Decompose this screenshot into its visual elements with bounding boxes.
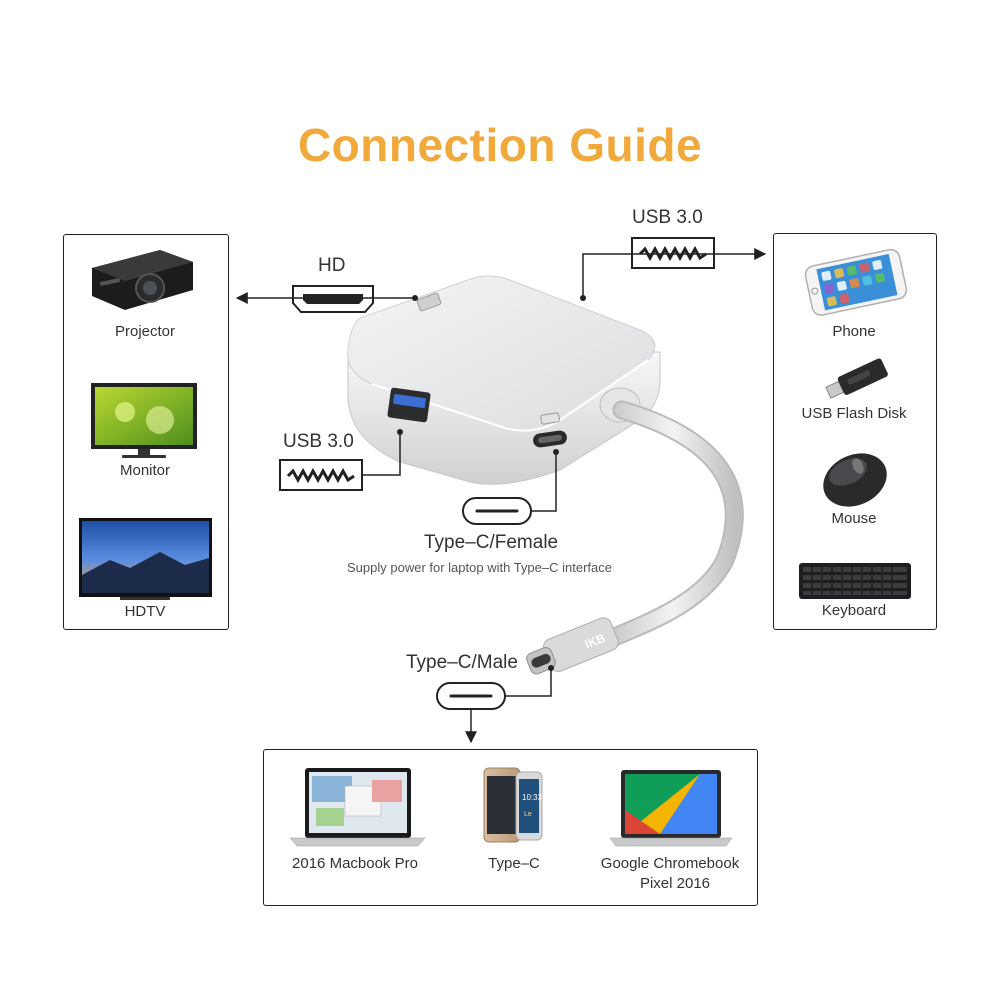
hdtv-icon — [79, 518, 212, 600]
bottom-device-label-typec: Type–C — [488, 855, 540, 872]
right-device-label-usb-flash-disk: USB Flash Disk — [801, 405, 907, 422]
projector-icon — [92, 250, 193, 310]
usb-left-port-icon — [279, 459, 363, 491]
typec-male-port-icon — [436, 682, 506, 710]
typec-female-port-icon — [462, 497, 532, 525]
chromebook-icon — [609, 770, 733, 847]
svg-text:Le: Le — [524, 811, 532, 818]
bottom-device-label-chromebook-line2: Pixel 2016 — [639, 875, 711, 892]
hd-port-label: HD — [318, 255, 346, 276]
right-device-label-mouse: Mouse — [831, 510, 877, 527]
typec-phone-icon: 10:33 Le — [483, 767, 543, 843]
usb-devices-box — [773, 233, 937, 630]
right-device-label-keyboard: Keyboard — [821, 602, 887, 619]
display-devices-box — [63, 234, 229, 630]
svg-text:10:33: 10:33 — [522, 793, 543, 802]
keyboard-icon — [799, 563, 911, 599]
usb-flash-disk-icon — [825, 358, 888, 399]
usb-top-port-icon — [631, 237, 715, 269]
left-device-label-hdtv: HDTV — [124, 603, 166, 620]
connector-lines — [235, 248, 767, 744]
usb-left-port-label: USB 3.0 — [283, 431, 354, 452]
bottom-device-label-chromebook: Google Chromebook — [600, 855, 740, 872]
phone-icon — [804, 248, 908, 316]
typec-female-description: Supply power for laptop with Type–C inte… — [347, 560, 612, 575]
typec-female-port-label: Type–C/Female — [424, 532, 559, 553]
left-device-label-projector: Projector — [114, 323, 176, 340]
mouse-icon — [823, 453, 887, 507]
bottom-device-label-macbook: 2016 Macbook Pro — [292, 855, 418, 872]
left-device-label-monitor: Monitor — [119, 462, 171, 479]
usb-c-hub: IKB — [347, 275, 744, 675]
hdmi-port-icon — [292, 285, 374, 313]
typec-male-port-label: Type–C/Male — [406, 652, 518, 673]
monitor-icon — [91, 383, 197, 458]
host-devices-box — [263, 749, 758, 906]
right-device-label-phone: Phone — [832, 323, 876, 340]
macbook-icon — [289, 768, 426, 847]
usb-top-port-label: USB 3.0 — [632, 207, 703, 228]
page-title: Connection Guide — [297, 119, 703, 171]
